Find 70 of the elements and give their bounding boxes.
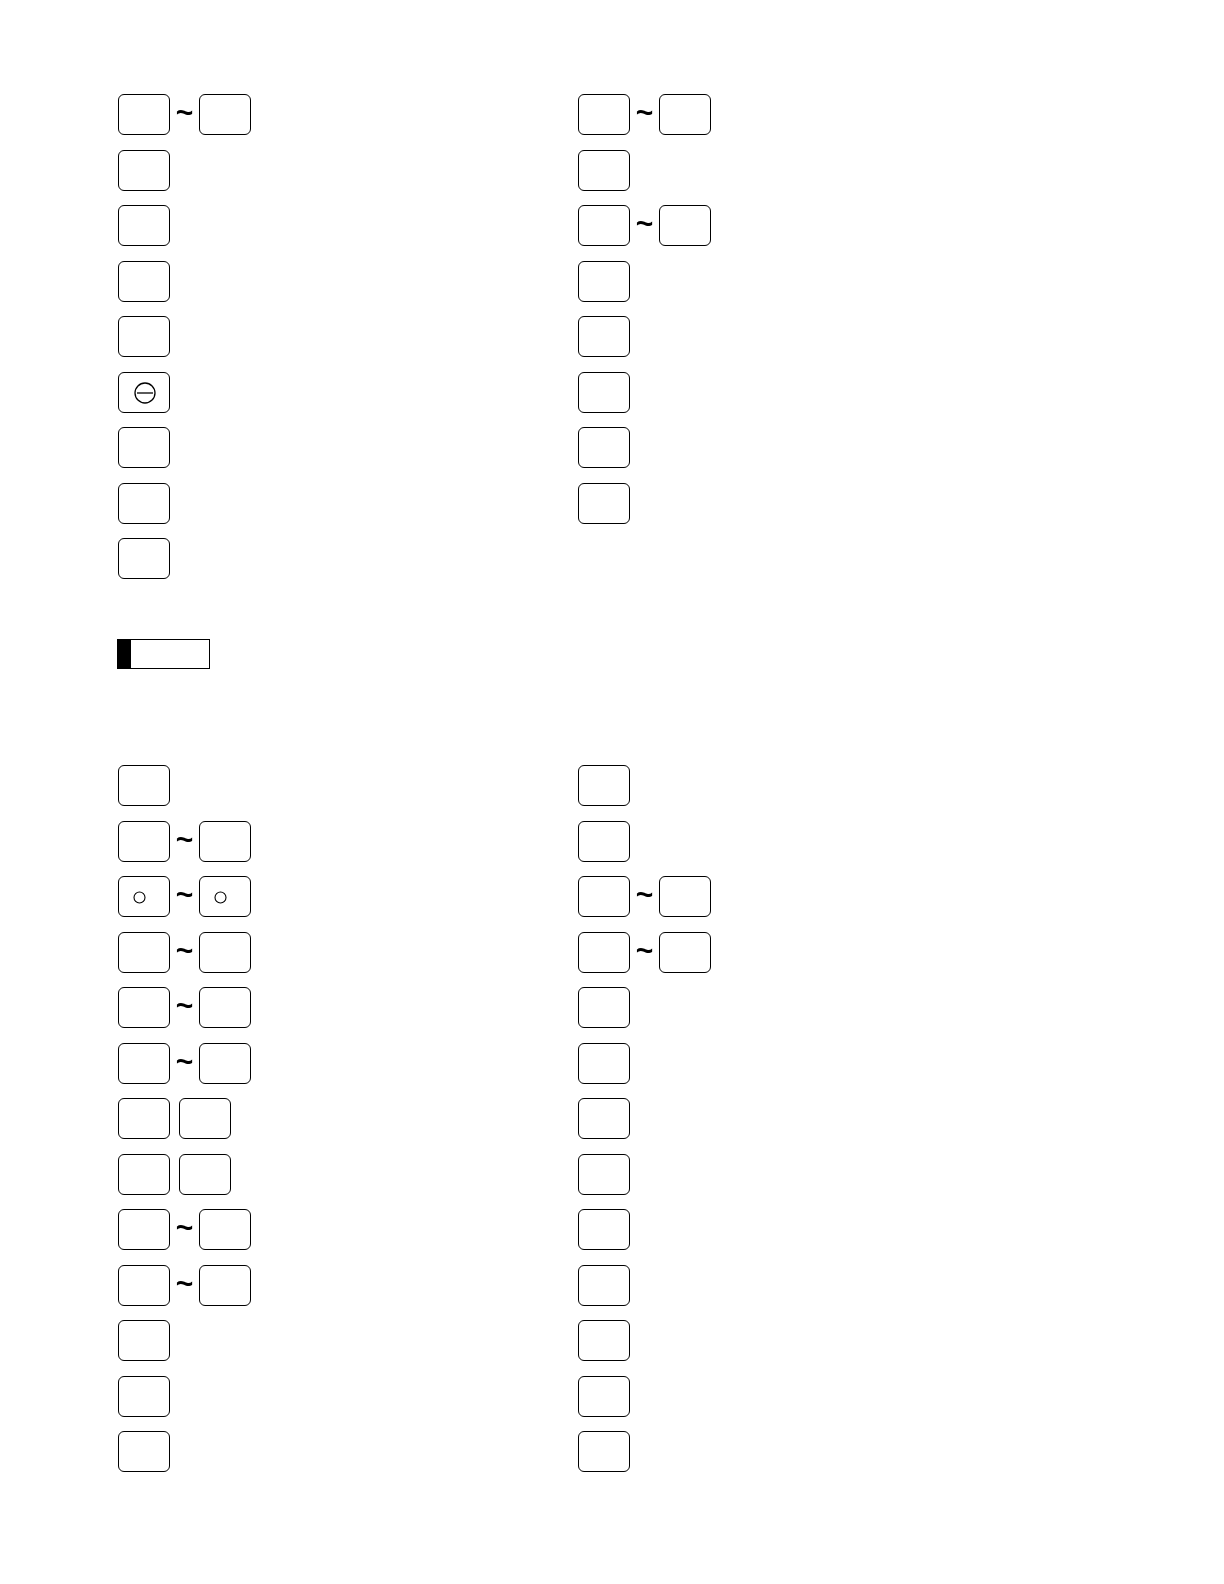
key-box [578,821,630,862]
key-box [118,150,170,191]
key-box [578,1043,630,1084]
key-box [578,261,630,302]
key-box [199,1209,251,1250]
key-box [199,94,251,135]
key-box [118,427,170,468]
key-box [578,1098,630,1139]
key-box [578,205,630,246]
key-box [118,94,170,135]
key-box [118,205,170,246]
key-box [578,483,630,524]
range-tilde: ~ [174,936,195,966]
key-box [578,932,630,973]
range-tilde: ~ [174,98,195,128]
key-box [659,932,711,973]
key-box [199,1043,251,1084]
key-box [179,1098,231,1139]
key-box [659,876,711,917]
key-box [578,1376,630,1417]
key-box [578,427,630,468]
key-box [578,765,630,806]
range-tilde: ~ [634,209,655,239]
range-tilde: ~ [174,1213,195,1243]
key-box [578,1154,630,1195]
key-box [199,821,251,862]
key-box [578,94,630,135]
key-box [199,987,251,1028]
key-box [578,1320,630,1361]
key-box [118,987,170,1028]
key-box [578,876,630,917]
key-box [118,1098,170,1139]
range-tilde: ~ [174,825,195,855]
key-box [118,372,170,413]
key-box [199,876,251,917]
key-box [118,1320,170,1361]
key-box [199,932,251,973]
range-tilde: ~ [174,880,195,910]
range-tilde: ~ [174,991,195,1021]
key-box [199,1265,251,1306]
key-box [118,932,170,973]
range-tilde: ~ [174,1047,195,1077]
key-box [578,1265,630,1306]
key-box [578,150,630,191]
range-tilde: ~ [634,880,655,910]
key-box [118,1265,170,1306]
range-tilde: ~ [634,98,655,128]
key-box [578,316,630,357]
key-box [118,1376,170,1417]
key-box [179,1154,231,1195]
key-box [118,876,170,917]
section-header-bar [117,639,210,669]
key-box [118,1209,170,1250]
key-box [578,1209,630,1250]
range-tilde: ~ [174,1269,195,1299]
key-box [118,261,170,302]
key-box [118,483,170,524]
key-box [578,372,630,413]
key-box [659,94,711,135]
key-box [659,205,711,246]
key-box [578,987,630,1028]
range-tilde: ~ [634,936,655,966]
key-box [118,538,170,579]
key-box [118,1043,170,1084]
key-box [118,1154,170,1195]
key-box [118,316,170,357]
key-box [118,765,170,806]
key-box [578,1431,630,1472]
key-box [118,821,170,862]
key-box [118,1431,170,1472]
